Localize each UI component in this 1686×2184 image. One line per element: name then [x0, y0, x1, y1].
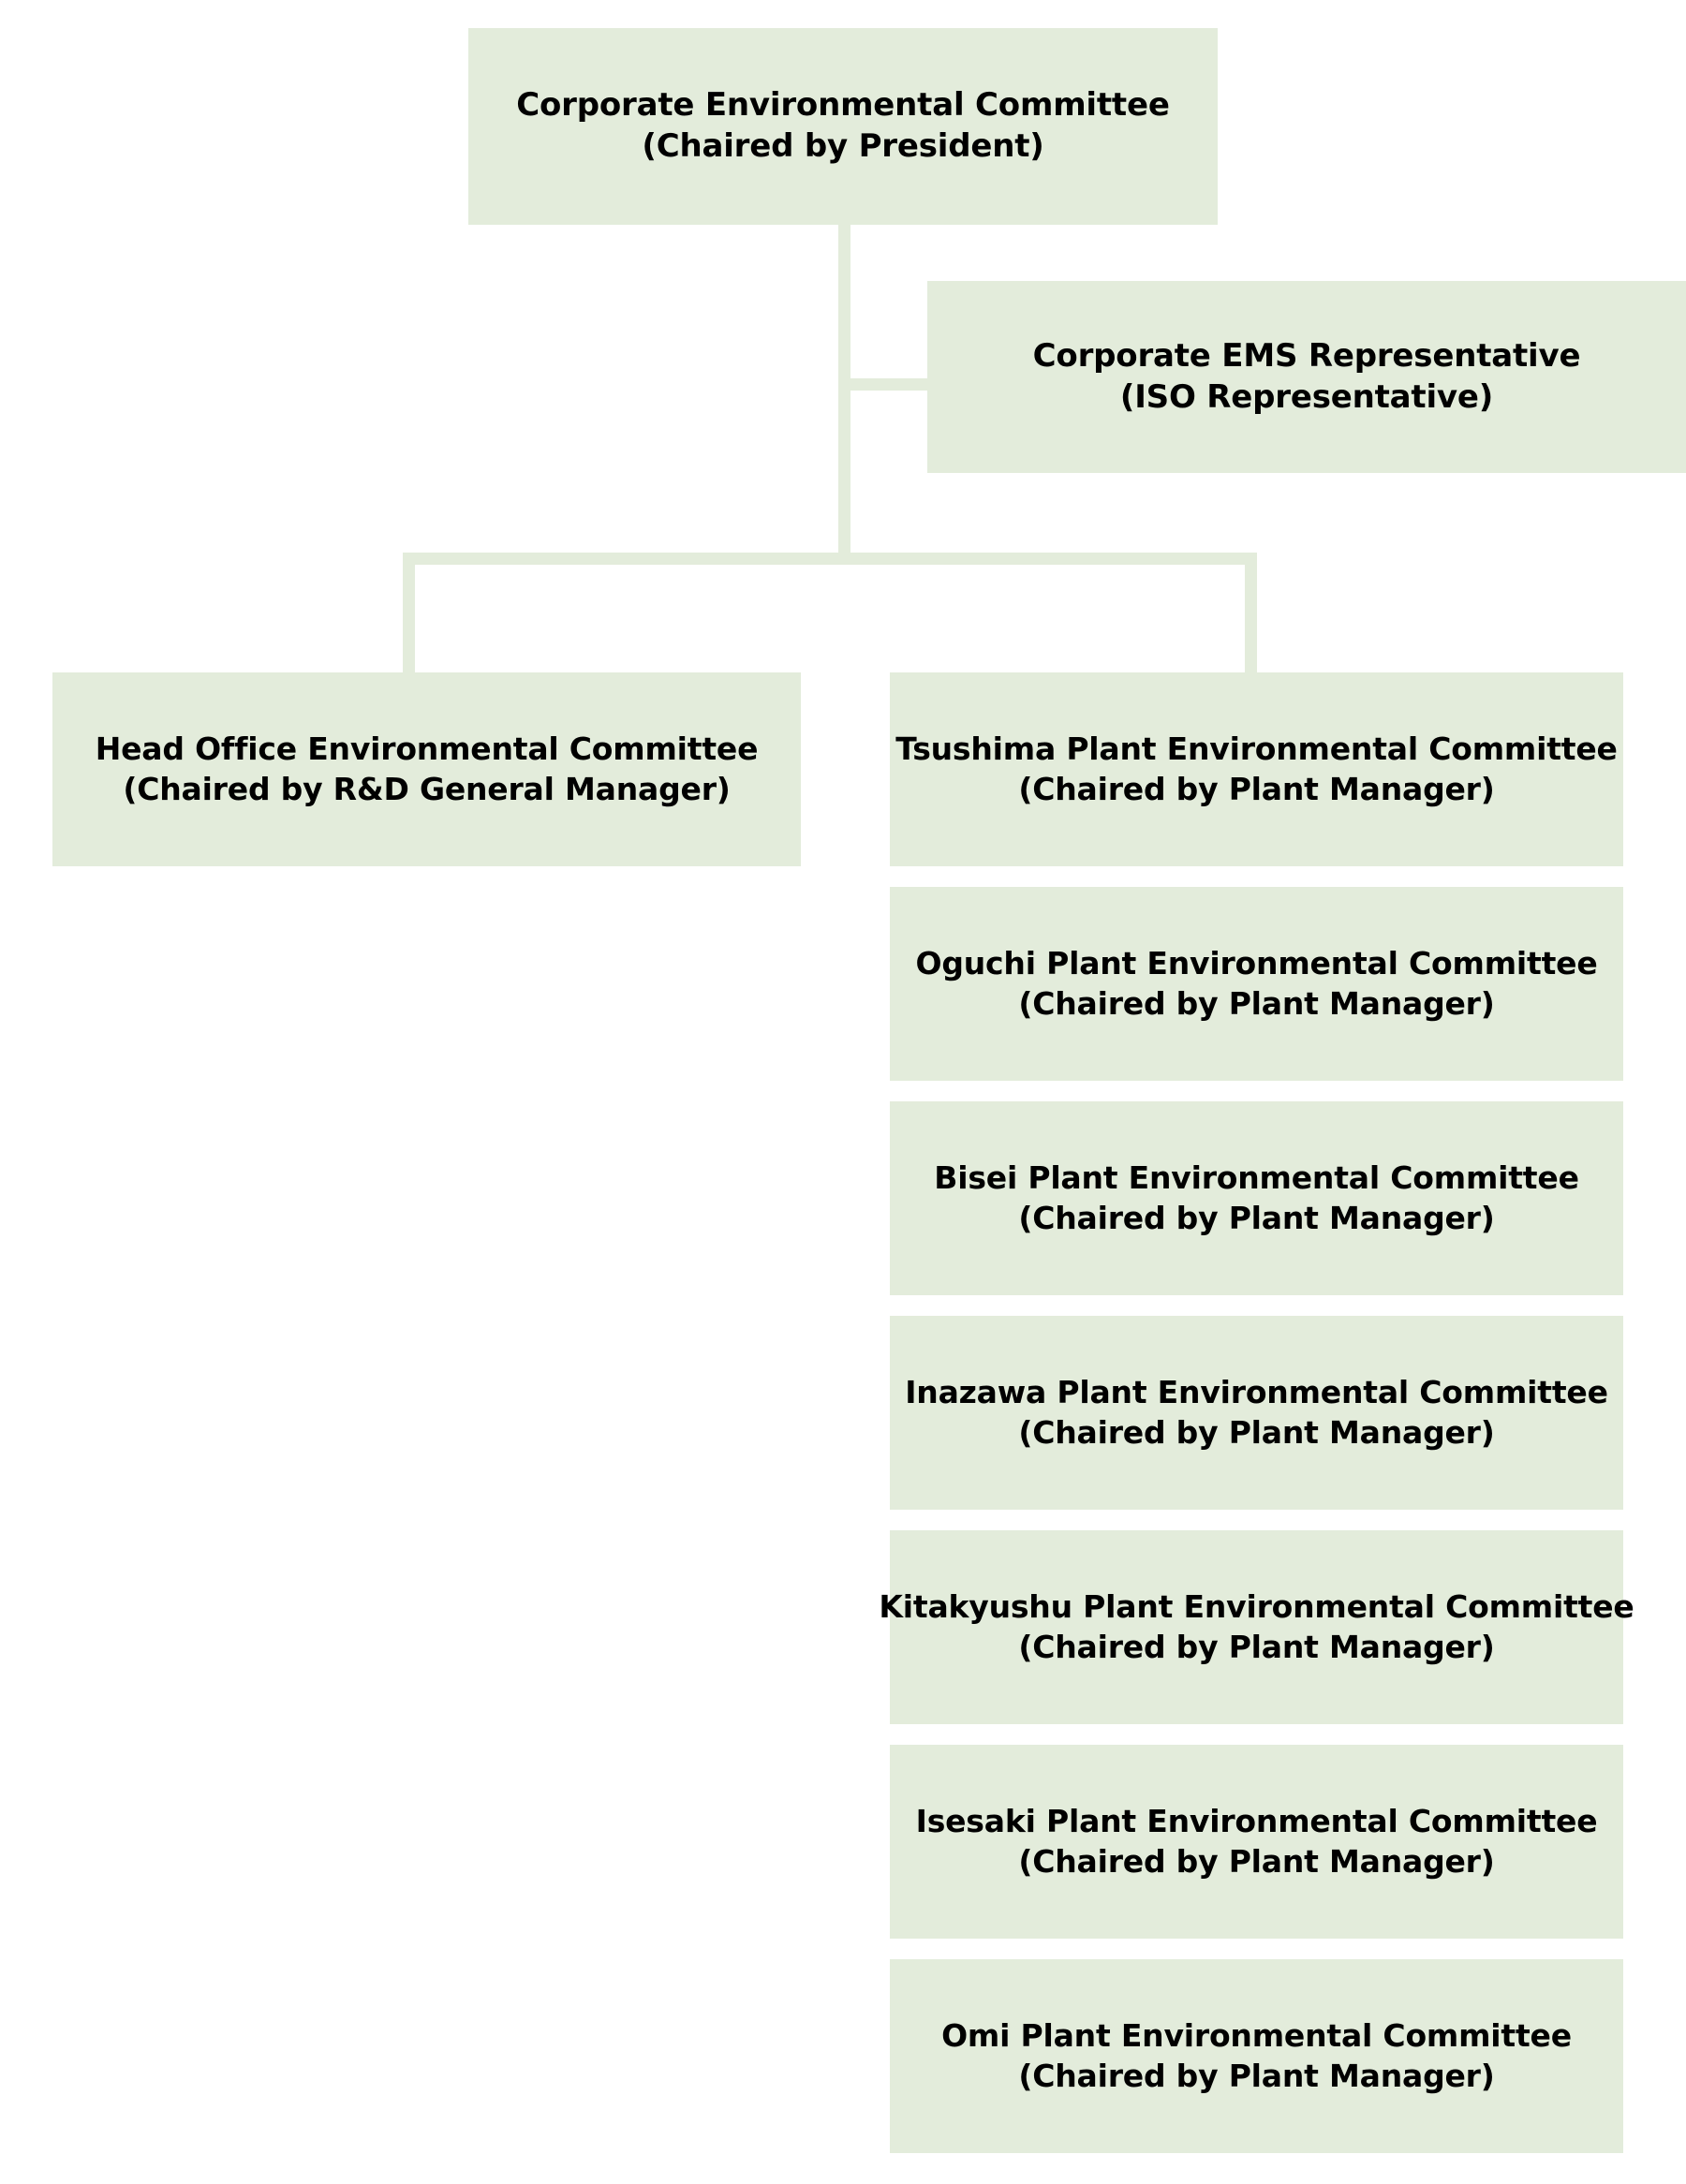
connector-ems-stub	[838, 378, 930, 391]
node-title-line-2: (Chaired by Plant Manager)	[1018, 1413, 1495, 1451]
node-title-line-2: (Chaired by Plant Manager)	[1018, 770, 1495, 807]
node-title-line-2: (Chaired by Plant Manager)	[1018, 1199, 1495, 1236]
node-plant-environmental-committee[interactable]: Bisei Plant Environmental Committee(Chai…	[890, 1101, 1623, 1295]
node-title-line-2: (Chaired by Plant Manager)	[1018, 2057, 1495, 2094]
connector-trunk-vertical	[838, 225, 850, 558]
connector-leg-right	[1245, 553, 1257, 675]
node-title-line-2: (ISO Representative)	[1119, 377, 1494, 416]
node-plant-environmental-committee[interactable]: Oguchi Plant Environmental Committee(Cha…	[890, 887, 1623, 1081]
node-plant-environmental-committee[interactable]: Isesaki Plant Environmental Committee(Ch…	[890, 1745, 1623, 1939]
node-corporate-environmental-committee[interactable]: Corporate Environmental Committee (Chair…	[468, 28, 1218, 225]
node-title-line-1: Isesaki Plant Environmental Committee	[915, 1803, 1598, 1840]
node-title-line-1: Corporate EMS Representative	[1032, 336, 1581, 375]
node-title-line-2: (Chaired by Plant Manager)	[1018, 1842, 1495, 1880]
node-corporate-ems-representative[interactable]: Corporate EMS Representative (ISO Repres…	[927, 281, 1686, 473]
node-title-line-1: Tsushima Plant Environmental Committee	[895, 730, 1618, 768]
node-title-line-1: Bisei Plant Environmental Committee	[934, 1159, 1579, 1197]
node-plant-environmental-committee[interactable]: Tsushima Plant Environmental Committee(C…	[890, 672, 1623, 866]
connector-split-bar	[403, 553, 1257, 565]
node-title-line-1: Head Office Environmental Committee	[95, 730, 759, 768]
node-plant-environmental-committee[interactable]: Inazawa Plant Environmental Committee(Ch…	[890, 1316, 1623, 1510]
node-title-line-2: (Chaired by Plant Manager)	[1018, 984, 1495, 1022]
node-title-line-1: Omi Plant Environmental Committee	[941, 2017, 1572, 2055]
node-title-line-2: (Chaired by Plant Manager)	[1018, 1628, 1495, 1665]
node-title-line-1: Oguchi Plant Environmental Committee	[915, 945, 1598, 982]
node-title-line-1: Kitakyushu Plant Environmental Committee	[879, 1588, 1634, 1626]
node-title-line-1: Corporate Environmental Committee	[516, 86, 1170, 125]
node-title-line-2: (Chaired by R&D General Manager)	[123, 770, 731, 807]
node-plant-environmental-committee[interactable]: Omi Plant Environmental Committee(Chaire…	[890, 1959, 1623, 2153]
node-head-office-environmental-committee[interactable]: Head Office Environmental Committee (Cha…	[52, 672, 801, 866]
connector-leg-left	[403, 553, 415, 675]
node-title-line-1: Inazawa Plant Environmental Committee	[905, 1374, 1608, 1411]
node-title-line-2: (Chaired by President)	[642, 127, 1044, 165]
node-plant-environmental-committee[interactable]: Kitakyushu Plant Environmental Committee…	[879, 1530, 1634, 1724]
